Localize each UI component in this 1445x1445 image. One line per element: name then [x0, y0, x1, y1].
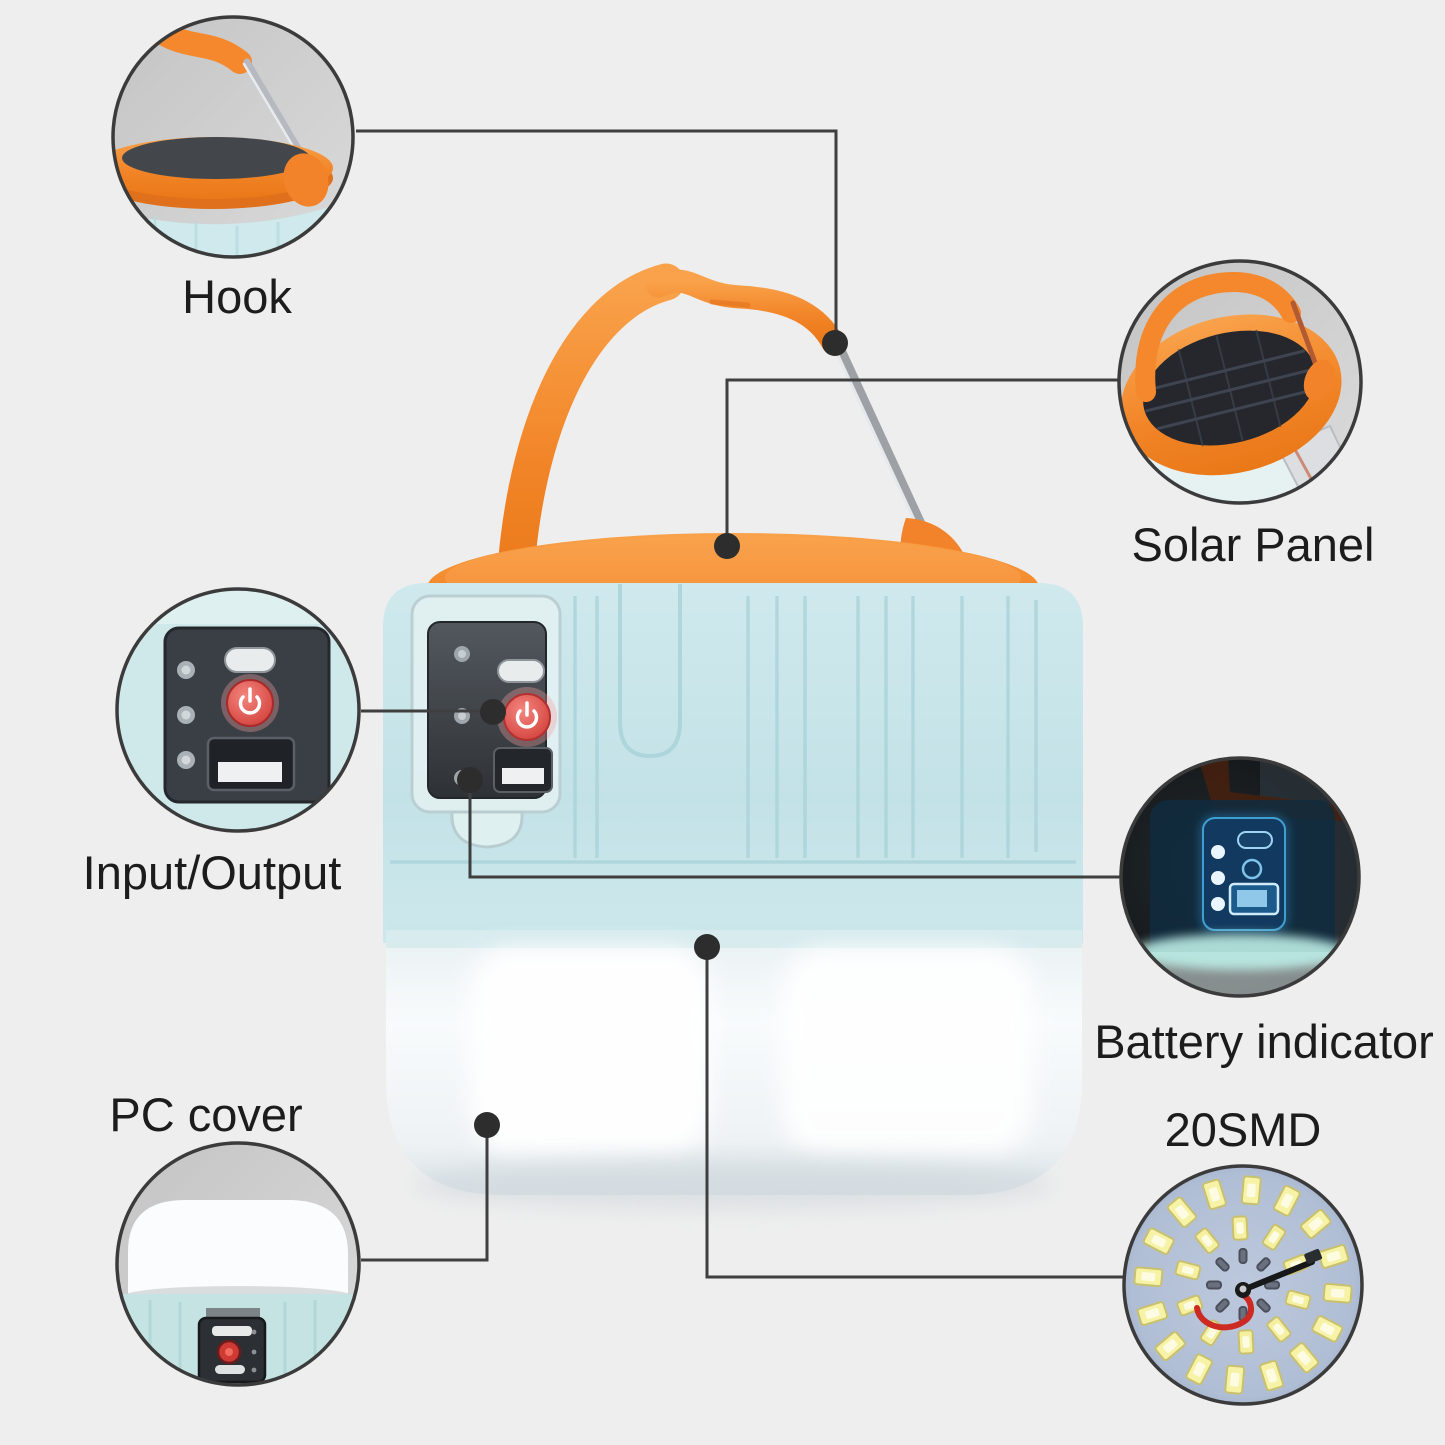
solar-detail-panel — [1120, 314, 1342, 476]
label-battery-indicator: Battery indicator — [1094, 1015, 1434, 1068]
solar-detail-wire — [1290, 300, 1320, 371]
leader-pc-cover — [361, 1136, 489, 1262]
dot-battery-indicator — [457, 767, 483, 793]
label-smd: 20SMD — [1165, 1103, 1322, 1156]
hook-circle-border — [111, 15, 355, 259]
callout-solar-panel — [1117, 259, 1363, 505]
hook-detail-mount — [283, 153, 329, 207]
battery-detail-micro-usb — [1237, 831, 1273, 849]
body-center-groove — [618, 584, 682, 759]
dome-reflection-left — [470, 948, 710, 1153]
label-pc-cover: PC cover — [109, 1088, 302, 1141]
io-detail-power-button — [226, 679, 274, 727]
leader-solar-panel — [725, 378, 1119, 534]
callout-battery-indicator — [1119, 756, 1361, 998]
callout-input-output — [115, 587, 361, 833]
battery-detail-glow — [1132, 934, 1348, 970]
body-ridges — [390, 596, 1076, 864]
lantern-handle-tip — [646, 269, 845, 355]
pc-circle-border — [115, 1141, 361, 1387]
smd-detail-red-wire — [1194, 1292, 1254, 1331]
lantern-handle — [495, 263, 685, 625]
dot-pc-cover — [474, 1112, 500, 1138]
hook-detail-solar-disc — [122, 137, 310, 179]
smd-detail-screw — [1239, 1285, 1247, 1293]
leader-battery-indicator — [468, 792, 1121, 879]
leader-smd — [705, 958, 1124, 1279]
pc-detail-slot — [212, 1326, 252, 1336]
battery-detail-leds — [1211, 845, 1225, 911]
lantern-product-photo — [383, 263, 1083, 1209]
label-hook: Hook — [182, 270, 292, 323]
power-button — [503, 693, 551, 741]
leader-hook — [356, 129, 838, 332]
dot-input-output — [480, 699, 506, 725]
smd-detail-black-wire — [1240, 1259, 1315, 1293]
carabiner-wire — [829, 331, 938, 556]
io-detail-usb-tongue — [218, 762, 282, 782]
io-detail-micro-usb — [224, 647, 276, 673]
callout-dots — [457, 330, 848, 1138]
pc-detail-dome — [128, 1200, 348, 1296]
dot-solar-panel — [714, 533, 740, 559]
carabiner-highlight — [828, 336, 931, 554]
smd-circle-border — [1122, 1164, 1364, 1406]
smd-detail-leds — [1133, 1175, 1353, 1395]
dome-reflection-right — [782, 948, 1032, 1153]
label-solar-panel: Solar Panel — [1132, 518, 1375, 571]
battery-circle-border — [1119, 756, 1361, 998]
callout-smd — [1122, 1164, 1364, 1406]
dot-hook — [822, 330, 848, 356]
dome-bottom-shade — [414, 1159, 1054, 1209]
callout-hook — [111, 15, 355, 259]
io-detail-power-icon — [238, 687, 262, 715]
solar-detail-carabiner — [1135, 271, 1301, 402]
leader-lines — [356, 129, 1124, 1279]
handle-notch — [709, 299, 751, 308]
label-input-output: Input/Output — [83, 846, 342, 899]
dome-blend — [386, 922, 1082, 948]
micro-usb-port — [497, 659, 545, 683]
io-detail-leds — [177, 661, 195, 769]
io-circle-border — [115, 587, 361, 833]
usb-a-tongue — [502, 768, 544, 784]
power-icon — [515, 701, 539, 729]
dot-smd — [694, 934, 720, 960]
battery-detail-power-icon — [1241, 858, 1263, 880]
solar-circle-border — [1117, 259, 1363, 505]
callout-pc-cover — [115, 1141, 361, 1387]
